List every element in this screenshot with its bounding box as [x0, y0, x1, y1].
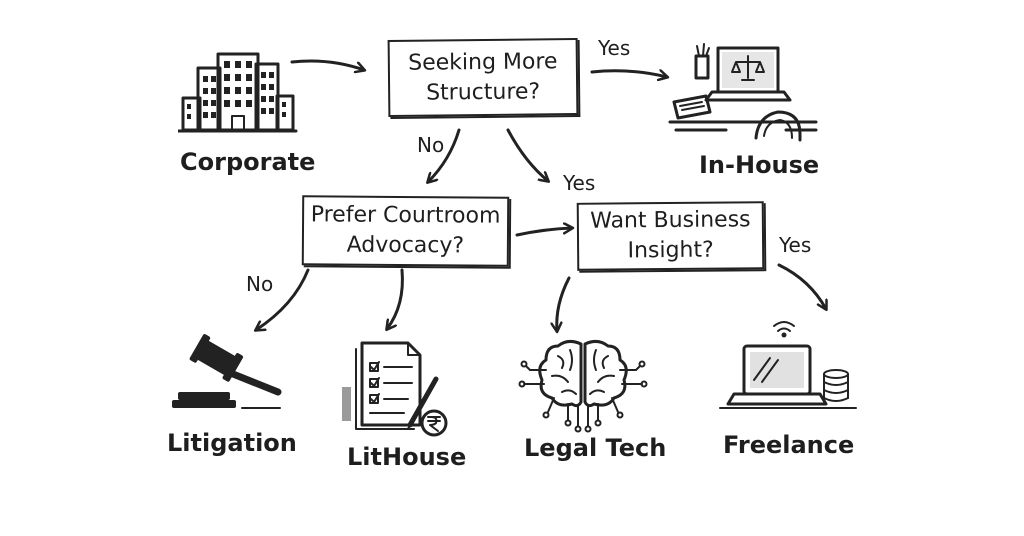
- node-label-litigation: Litigation: [167, 429, 297, 457]
- decision-seeking-structure: Seeking More Structure?: [387, 38, 579, 117]
- node-label-freelance: Freelance: [723, 431, 855, 459]
- node-label-lithouse: LitHouse: [347, 443, 467, 471]
- node-label-in-house: In-House: [699, 151, 820, 179]
- decision-text-line1: Seeking More: [408, 48, 558, 76]
- node-label-corporate: Corporate: [180, 148, 316, 176]
- decision-text-line2: Insight?: [627, 237, 714, 264]
- arrow-courtroom-to-litigation: [256, 268, 310, 330]
- arrow-business-to-freelance: [777, 263, 826, 309]
- arrow-courtroom-to-lithouse: [387, 268, 404, 329]
- edge-label-courtroom-no: No: [246, 272, 274, 296]
- arrow-courtroom-to-business: [515, 228, 572, 237]
- decision-courtroom-advocacy: Prefer Courtroom Advocacy?: [301, 195, 510, 267]
- arrow-structure-to-courtroom: [428, 128, 461, 182]
- laptop-wifi-icon: [719, 321, 857, 409]
- office-building-icon: [178, 52, 298, 133]
- arrow-corporate-to-structure: [290, 59, 364, 70]
- decision-text-line2: Advocacy?: [346, 232, 465, 259]
- edge-label-structure-no: No: [417, 133, 445, 157]
- decision-text-line1: Want Business: [590, 207, 751, 234]
- gavel-icon: [172, 334, 282, 409]
- edge-label-structure-yes: Yes: [598, 36, 631, 60]
- edge-label-business-yes: Yes: [779, 233, 812, 257]
- arrow-structure-to-business: [506, 128, 548, 181]
- decision-text-line2: Structure?: [426, 78, 541, 106]
- node-label-legal-tech: Legal Tech: [524, 434, 667, 462]
- checklist-pen-rupee-icon: [342, 341, 448, 437]
- decision-text-line1: Prefer Courtroom: [310, 202, 501, 229]
- arrow-structure-to-inhouse: [590, 71, 667, 77]
- circuit-brain-icon: [518, 339, 648, 433]
- decision-business-insight: Want Business Insight?: [576, 201, 765, 271]
- arrow-business-to-legaltech: [557, 276, 571, 331]
- desk-laptop-scales-icon: [668, 43, 818, 142]
- edge-label-structure-yes-down: Yes: [563, 171, 596, 195]
